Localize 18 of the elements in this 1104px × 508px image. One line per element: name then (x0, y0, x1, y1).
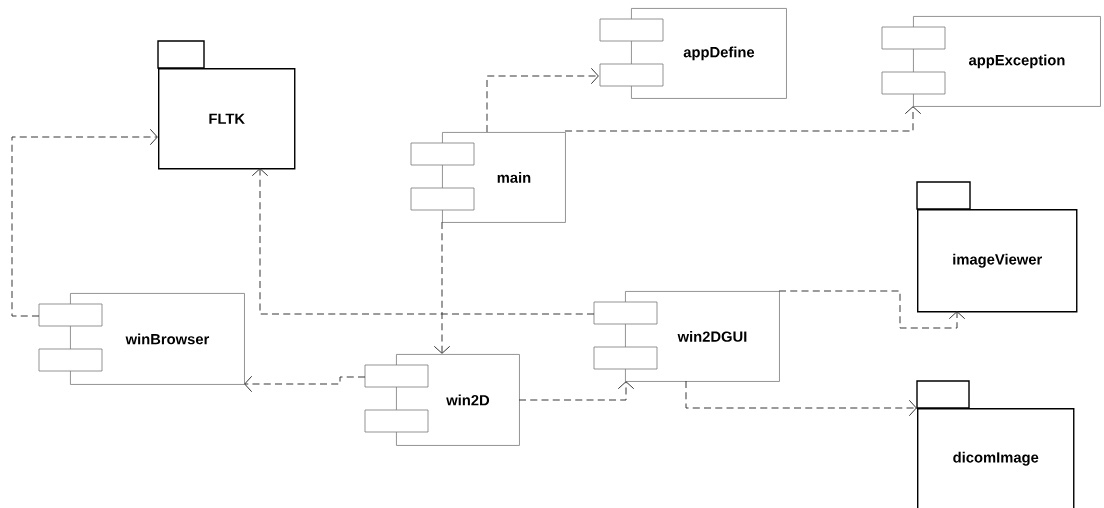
package-box: dicomImage (916, 380, 1075, 508)
component-box: win2D (364, 354, 520, 446)
component-box: appDefine (599, 8, 787, 99)
dependency-arrow (11, 128, 158, 317)
dependency-arrow (564, 106, 922, 132)
dependency-arrow (244, 375, 366, 393)
dependency-arrow (778, 290, 966, 329)
package-box: imageViewer (916, 181, 1078, 313)
dependency-arrow (433, 221, 451, 354)
dependency-arrow (251, 168, 595, 315)
dependency-arrow (486, 67, 599, 133)
package-box: FLTK (157, 40, 296, 170)
component-box: appException (881, 16, 1101, 107)
component-box: main (410, 132, 566, 223)
component-box: winBrowser (38, 293, 245, 385)
dependency-arrow (518, 381, 635, 401)
component-box: win2DGUI (593, 291, 780, 382)
dependency-arrow (685, 380, 917, 417)
